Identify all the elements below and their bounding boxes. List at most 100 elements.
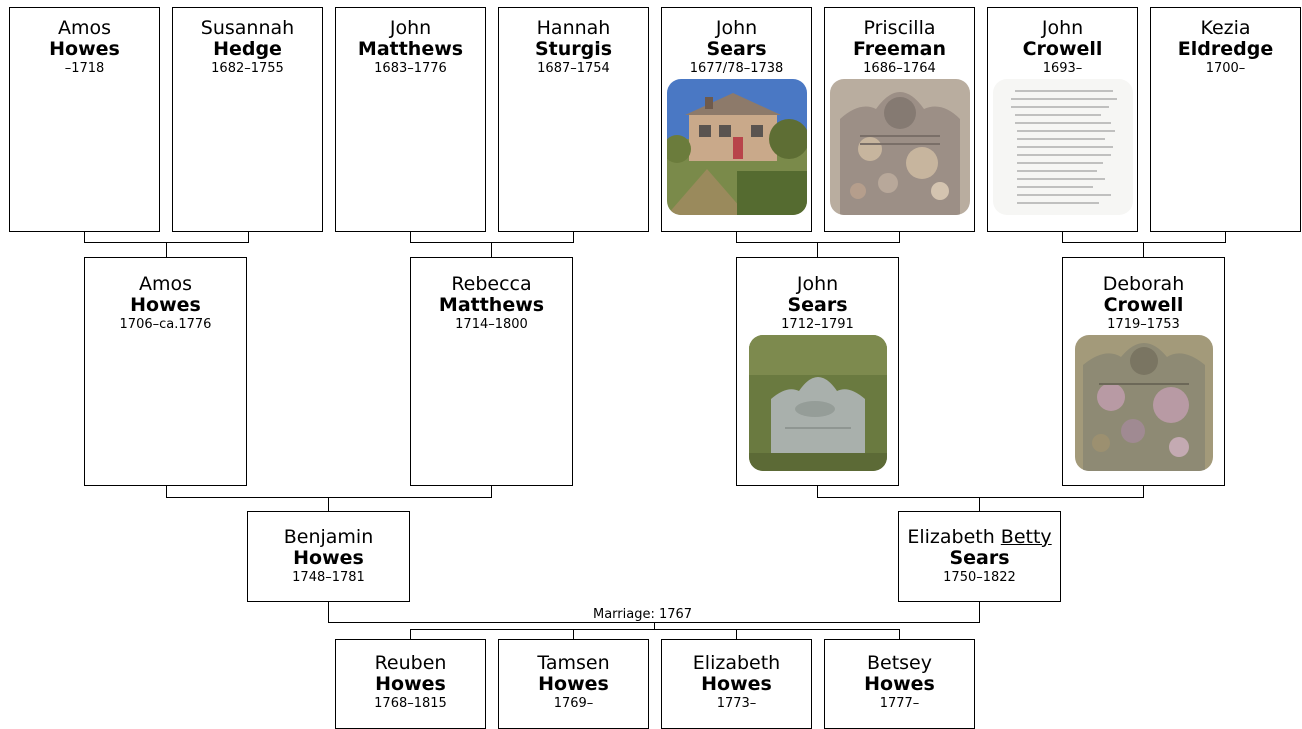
given-name: Amos [57,17,112,39]
nickname: Betty [1000,526,1052,548]
connector-line [166,242,167,257]
marriage-label: Marriage: 1767 [593,607,693,622]
surname: Howes [701,673,772,695]
connector-line [979,497,980,511]
person-card-kezia-eldredge[interactable]: Kezia Eldredge 1700– [1150,7,1301,232]
person-card-elizabeth-sears[interactable]: Elizabeth Betty Sears 1750–1822 [898,511,1061,602]
surname: Sturgis [534,38,613,60]
given-name: Hannah [536,17,611,39]
given-name: John [389,17,432,39]
person-card-amos-howes[interactable]: Amos Howes 1706–ca.1776 [84,257,247,486]
connector-line [328,601,329,623]
person-card-john-crowell[interactable]: John Crowell 1693– [987,7,1138,232]
life-dates: 1773– [716,696,757,711]
person-card-benjamin-howes[interactable]: Benjamin Howes 1748–1781 [247,511,410,602]
connector-line [491,242,492,257]
life-dates: 1682–1755 [211,61,284,76]
connector-line [410,629,900,630]
connector-line [573,629,574,639]
person-card-reuben-howes[interactable]: Reuben Howes 1768–1815 [335,639,486,729]
given-name: Susannah [200,17,295,39]
handwritten-document-icon[interactable] [992,79,1133,215]
connector-line [84,231,85,242]
life-dates: 1677/78–1738 [689,61,784,76]
person-card-elizabeth-howes[interactable]: Elizabeth Howes 1773– [661,639,812,729]
connector-line [817,497,1144,498]
connector-line [1062,231,1063,242]
gravestone-photo-icon[interactable] [829,79,970,215]
person-card-priscilla-freeman[interactable]: Priscilla Freeman 1686–1764 [824,7,975,232]
given-name: Amos [138,273,193,295]
given-name: Betsey [866,652,932,674]
life-dates: 1712–1791 [781,317,854,332]
person-card-john-matthews[interactable]: John Matthews 1683–1776 [335,7,486,232]
surname: Howes [864,673,935,695]
connector-line [736,231,737,242]
surname: Matthews [438,294,545,316]
connector-line [654,622,655,629]
given-name: Reuben [374,652,447,674]
surname: Sears [787,294,848,316]
surname: Sears [949,547,1010,569]
given-name: Elizabeth Betty [899,526,1060,548]
surname: Crowell [1103,294,1184,316]
life-dates: –1718 [64,61,105,76]
life-dates: 1706–ca.1776 [119,317,212,332]
life-dates: 1719–1753 [1107,317,1180,332]
given-name: Benjamin [283,526,374,548]
surname: Howes [130,294,201,316]
person-card-john-sears-sr[interactable]: John Sears 1677/78–1738 [661,7,812,232]
surname: Howes [293,547,364,569]
connector-line [1143,485,1144,497]
connector-line [166,485,167,497]
life-dates: 1686–1764 [863,61,936,76]
life-dates: 1768–1815 [374,696,447,711]
life-dates: 1748–1781 [292,570,365,585]
connector-line [410,629,411,639]
surname: Hedge [213,38,282,60]
person-card-deborah-crowell[interactable]: Deborah Crowell 1719–1753 [1062,257,1225,486]
connector-line [979,601,980,623]
given-name: John [796,273,839,295]
connector-line [1062,242,1226,243]
given-name: Priscilla [863,17,936,39]
given-name: Elizabeth [692,652,781,674]
house-photo-icon[interactable] [666,79,807,215]
gravestone-photo-icon[interactable] [748,335,887,471]
surname: Eldredge [1177,38,1274,60]
given-name: John [715,17,758,39]
life-dates: 1750–1822 [943,570,1016,585]
life-dates: 1714–1800 [455,317,528,332]
life-dates: 1777– [879,696,920,711]
connector-line [166,497,492,498]
surname: Howes [375,673,446,695]
connector-line [328,497,329,511]
connector-line [736,242,900,243]
person-card-tamsen-howes[interactable]: Tamsen Howes 1769– [498,639,649,729]
given-name: Rebecca [451,273,532,295]
connector-line [899,629,900,639]
connector-line [899,231,900,242]
person-card-susannah-hedge[interactable]: Susannah Hedge 1682–1755 [172,7,323,232]
gravestone-photo-icon[interactable] [1074,335,1213,471]
given-name: John [1041,17,1084,39]
connector-line [491,485,492,497]
connector-line [817,242,818,257]
connector-line [1225,231,1226,242]
person-card-hannah-sturgis[interactable]: Hannah Sturgis 1687–1754 [498,7,649,232]
surname: Crowell [1022,38,1103,60]
life-dates: 1683–1776 [374,61,447,76]
life-dates: 1693– [1042,61,1083,76]
surname: Howes [538,673,609,695]
person-card-betsey-howes[interactable]: Betsey Howes 1777– [824,639,975,729]
connector-line [736,629,737,639]
connector-line [410,242,574,243]
connector-line [573,231,574,242]
surname: Freeman [852,38,947,60]
surname: Howes [49,38,120,60]
connector-line [248,231,249,242]
given-name-text: Elizabeth [907,526,995,548]
person-card-amos-howes-sr[interactable]: Amos Howes –1718 [9,7,160,232]
person-card-john-sears[interactable]: John Sears 1712–1791 [736,257,899,486]
person-card-rebecca-matthews[interactable]: Rebecca Matthews 1714–1800 [410,257,573,486]
